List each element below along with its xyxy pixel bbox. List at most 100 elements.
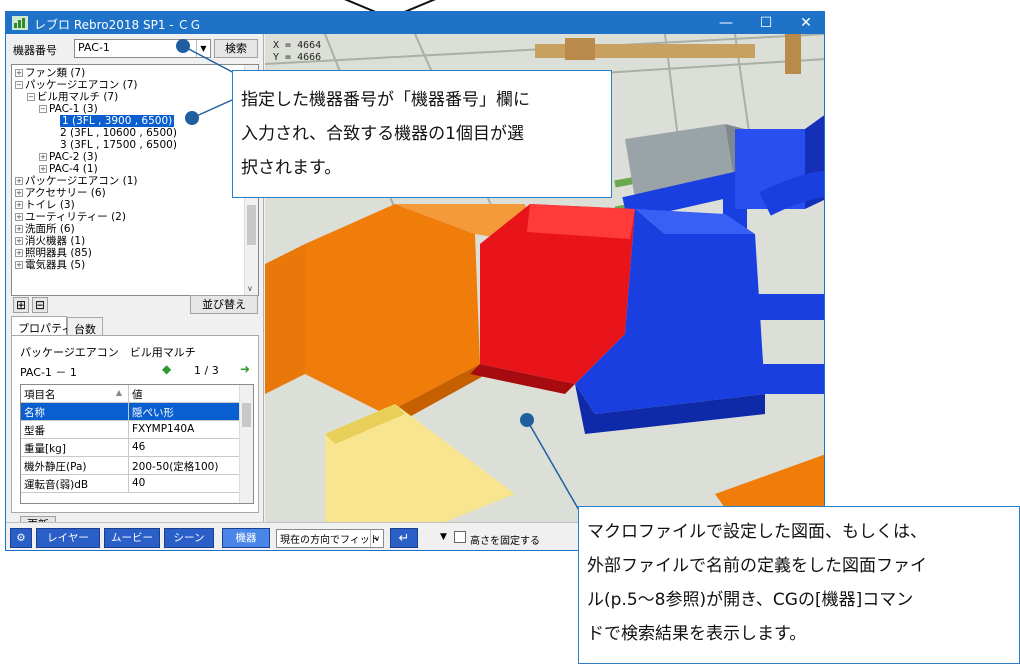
chevron-down-icon[interactable]: ▼ [196,40,210,57]
callout-line: 外部ファイルで名前の定義をした図面ファイ [587,556,927,576]
row-value[interactable]: 40 [132,477,146,489]
callout-line: 択されます。 [241,158,342,178]
viewport-coordinates: X = 4664 Y = 4666 [273,40,321,64]
coord-x: X = 4664 [273,40,322,51]
tab-count[interactable]: 台数 [67,317,103,337]
callout-line: 指定した機器番号が「機器番号」欄に [241,90,530,110]
title-bar: レブロ Rebro2018 SP1 - ＣＧ — ☐ ✕ [6,12,824,34]
expand-icon[interactable]: + [39,153,47,161]
minimize-button[interactable]: — [719,15,733,31]
row-value[interactable]: FXYMP140A [132,423,195,435]
callout-line: マクロファイルで設定した図面、もしくは、 [587,522,927,542]
coord-y: Y = 4666 [273,52,322,63]
close-button[interactable]: ✕ [800,15,812,31]
settings-gear-icon[interactable]: ⚙ [10,528,32,548]
equipment-number-combo[interactable]: PAC-1 ▼ [74,39,211,58]
item-position: 1 / 3 [194,364,219,377]
tree-node-pac-1-item-1[interactable]: 1 (3FL , 3900 , 6500) [60,115,175,127]
row-key: 型番 [21,421,129,439]
row-key: 名称 [21,403,129,421]
table-row[interactable]: 機外静圧(Pa) 200-50(定格100) [21,457,239,475]
expand-icon[interactable]: + [15,249,23,257]
scene-button[interactable]: シーン [164,528,214,548]
expand-icon[interactable]: + [15,69,23,77]
tree-scrollbar-thumb[interactable] [247,205,256,245]
tree-node-electrical[interactable]: +電気器具 (5) [15,259,86,271]
tree-node-pac-1-item-2[interactable]: 2 (3FL , 10600 , 6500) [60,127,177,139]
tree-node-pac-1[interactable]: −PAC-1 (3) [39,103,98,115]
row-value[interactable]: 200-50(定格100) [132,461,219,473]
tree-node-pac-2[interactable]: +PAC-2 (3) [39,151,98,163]
collapse-icon[interactable]: − [15,81,23,89]
table-row[interactable]: 名称 隠ぺい形 [21,403,239,421]
height-fixed-checkbox[interactable] [454,531,466,543]
tree-node-pac-4[interactable]: +PAC-4 (1) [39,163,98,175]
chevron-down-icon[interactable]: ∨ [247,284,253,293]
row-key: 機外静圧(Pa) [21,457,129,475]
collapse-icon[interactable]: − [39,105,47,113]
tree-node-fire-equipment[interactable]: +消火機器 (1) [15,235,86,247]
search-button[interactable]: 検索 [214,39,258,58]
equipment-item-id: PAC-1 － 1 [20,366,77,379]
table-row[interactable]: 運転音(弱)dB 40 [21,475,239,493]
sort-button[interactable]: 並び替え [190,295,258,314]
previous-arrow-icon[interactable]: ◆ [162,362,172,376]
layer-button[interactable]: レイヤー [36,528,100,548]
tree-node-building-multi[interactable]: −ビル用マルチ (7) [27,91,119,103]
height-fixed-label: 高さを固定する [470,536,540,547]
expand-icon[interactable]: + [15,177,23,185]
expand-icon[interactable]: + [15,213,23,221]
tree-node-utilities[interactable]: +ユーティリティー (2) [15,211,126,223]
callout-drawing-open: マクロファイルで設定した図面、もしくは、 外部ファイルで名前の定義をした図面ファ… [578,506,1020,664]
equipment-category: パッケージエアコン ビル用マルチ [20,346,196,359]
expand-icon[interactable]: + [15,225,23,233]
fit-direction-value: 現在の方向でフィット [280,535,380,546]
sort-asc-icon: ▲ [115,388,122,397]
dropdown-triangle-icon[interactable]: ▼ [440,532,447,542]
collapse-all-button[interactable]: ⊟ [32,297,48,313]
tab-properties[interactable]: プロパティ [11,316,72,337]
enter-arrow-icon[interactable]: ↵ [390,528,418,548]
tree-node-toilets[interactable]: +トイレ (3) [15,199,75,211]
movie-button[interactable]: ムービー [104,528,160,548]
expand-icon[interactable]: + [15,189,23,197]
tree-node-washrooms[interactable]: +洗面所 (6) [15,223,75,235]
callout-line: ドで検索結果を表示します。 [587,624,807,644]
tree-node-package-aircon[interactable]: −パッケージエアコン (7) [15,79,138,91]
equipment-number-label: 機器番号 [13,44,57,57]
row-value[interactable]: 隠ぺい形 [132,407,174,419]
table-row[interactable]: 重量[kg] 46 [21,439,239,457]
equipment-number-value: PAC-1 [78,41,110,54]
row-key: 重量[kg] [21,439,129,457]
expand-icon[interactable]: + [15,261,23,269]
expand-icon[interactable]: + [39,165,47,173]
properties-grid[interactable]: 項目名▲ 値 名称 隠ぺい形 型番 FXYMP140A 重量[kg] 46 機外… [20,384,254,504]
callout-search-result: 指定した機器番号が「機器番号」欄に 入力され、合致する機器の1個目が選 択されま… [232,70,612,198]
tree-node-accessories[interactable]: +アクセサリー (6) [15,187,106,199]
window-title: レブロ Rebro2018 SP1 - ＣＧ [34,18,202,32]
row-value[interactable]: 46 [132,441,146,453]
expand-all-button[interactable]: ⊞ [13,297,29,313]
tree-node-lighting[interactable]: +照明器具 (85) [15,247,92,259]
table-row[interactable]: 型番 FXYMP140A [21,421,239,439]
collapse-icon[interactable]: − [27,93,35,101]
equipment-button[interactable]: 機器 [222,528,270,548]
maximize-button[interactable]: ☐ [759,15,773,31]
next-arrow-icon[interactable]: ➜ [240,362,251,376]
expand-icon[interactable]: + [15,201,23,209]
header-value[interactable]: 値 [132,389,143,401]
header-item-name[interactable]: 項目名▲ [21,385,129,403]
callout-line: 入力され、合致する機器の1個目が選 [241,124,524,144]
tree-node-fans[interactable]: +ファン類 (7) [15,67,86,79]
tree-node-pac-1-item-3[interactable]: 3 (3FL , 17500 , 6500) [60,139,177,151]
equipment-tree[interactable]: +ファン類 (7) −パッケージエアコン (7) −ビル用マルチ (7) −PA… [11,64,259,296]
fit-direction-select[interactable]: 現在の方向でフィット ∨ [276,529,384,548]
tree-node-package-aircon-2[interactable]: +パッケージエアコン (1) [15,175,138,187]
callout-line: ル(p.5～8参照)が開き、CGの[機器]コマン [587,590,914,610]
chevron-down-icon[interactable]: ∨ [370,530,383,547]
grid-scrollbar-thumb[interactable] [242,403,251,427]
equipment-search-panel: 機器番号 PAC-1 ▼ 検索 +ファン類 (7) −パッケージエアコン (7)… [6,34,264,550]
expand-icon[interactable]: + [15,237,23,245]
grid-header: 項目名▲ 値 [21,385,239,403]
grid-scrollbar[interactable] [239,385,253,503]
